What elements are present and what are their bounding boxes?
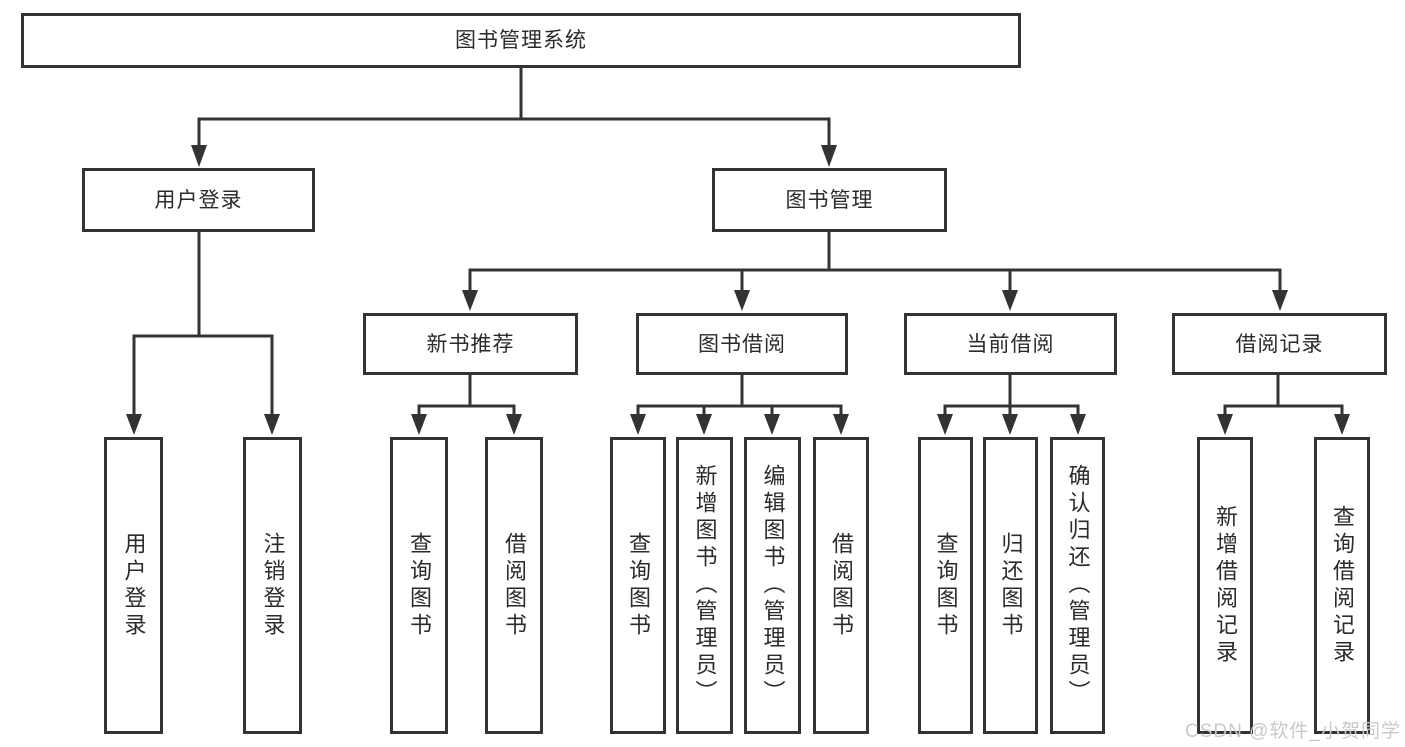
node-label: 查询图书 [933, 531, 959, 640]
leaf-borrow-books-recommend: 借阅图书 [485, 437, 543, 734]
leaf-query-books-current: 查询图书 [918, 437, 973, 734]
node-label: 图书管理系统 [455, 29, 587, 52]
node-label: 确认归还（管理员） [1065, 464, 1091, 707]
node-label: 新增图书（管理员） [692, 464, 718, 707]
watermark-text: CSDN @软件_小贺同学 [1185, 721, 1401, 742]
node-label: 借阅图书 [502, 531, 527, 640]
leaf-return-books: 归还图书 [983, 437, 1038, 734]
node-label: 新增借阅记录 [1213, 504, 1238, 667]
node-new-book-recommend: 新书推荐 [363, 313, 578, 375]
node-label: 用户登录 [121, 531, 147, 640]
node-current-borrowing: 当前借阅 [904, 313, 1117, 375]
node-borrowing-records: 借阅记录 [1172, 313, 1387, 375]
node-book-borrowing: 图书借阅 [636, 313, 848, 375]
node-label: 归还图书 [998, 531, 1024, 640]
leaf-query-borrow-record: 查询借阅记录 [1314, 437, 1370, 734]
node-label: 借阅记录 [1235, 332, 1324, 356]
node-user-login: 用户登录 [82, 168, 315, 232]
node-label: 注销登录 [260, 531, 286, 640]
leaf-logout: 注销登录 [243, 437, 302, 734]
node-book-management: 图书管理 [712, 168, 947, 232]
node-label: 查询图书 [626, 531, 651, 640]
leaf-edit-books-admin: 编辑图书（管理员） [744, 437, 801, 734]
node-label: 图书管理 [785, 188, 874, 212]
node-label: 借阅图书 [829, 531, 854, 640]
node-label: 用户登录 [154, 188, 243, 212]
node-label: 查询借阅记录 [1330, 504, 1355, 667]
leaf-borrow-books-borrowing: 借阅图书 [813, 437, 869, 734]
node-label: 新书推荐 [426, 332, 515, 356]
leaf-add-borrow-record: 新增借阅记录 [1197, 437, 1253, 734]
leaf-confirm-return-admin: 确认归还（管理员） [1050, 437, 1105, 734]
leaf-add-books-admin: 新增图书（管理员） [676, 437, 733, 734]
leaf-query-books-borrowing: 查询图书 [610, 437, 666, 734]
node-label: 图书借阅 [698, 332, 786, 356]
leaf-user-login: 用户登录 [104, 437, 163, 734]
leaf-query-books-recommend: 查询图书 [390, 437, 448, 734]
arrow-down-icons [126, 145, 1350, 435]
node-label: 当前借阅 [966, 332, 1055, 356]
node-library-management-system: 图书管理系统 [21, 13, 1021, 68]
node-label: 编辑图书（管理员） [760, 464, 786, 707]
node-label: 查询图书 [407, 531, 432, 640]
